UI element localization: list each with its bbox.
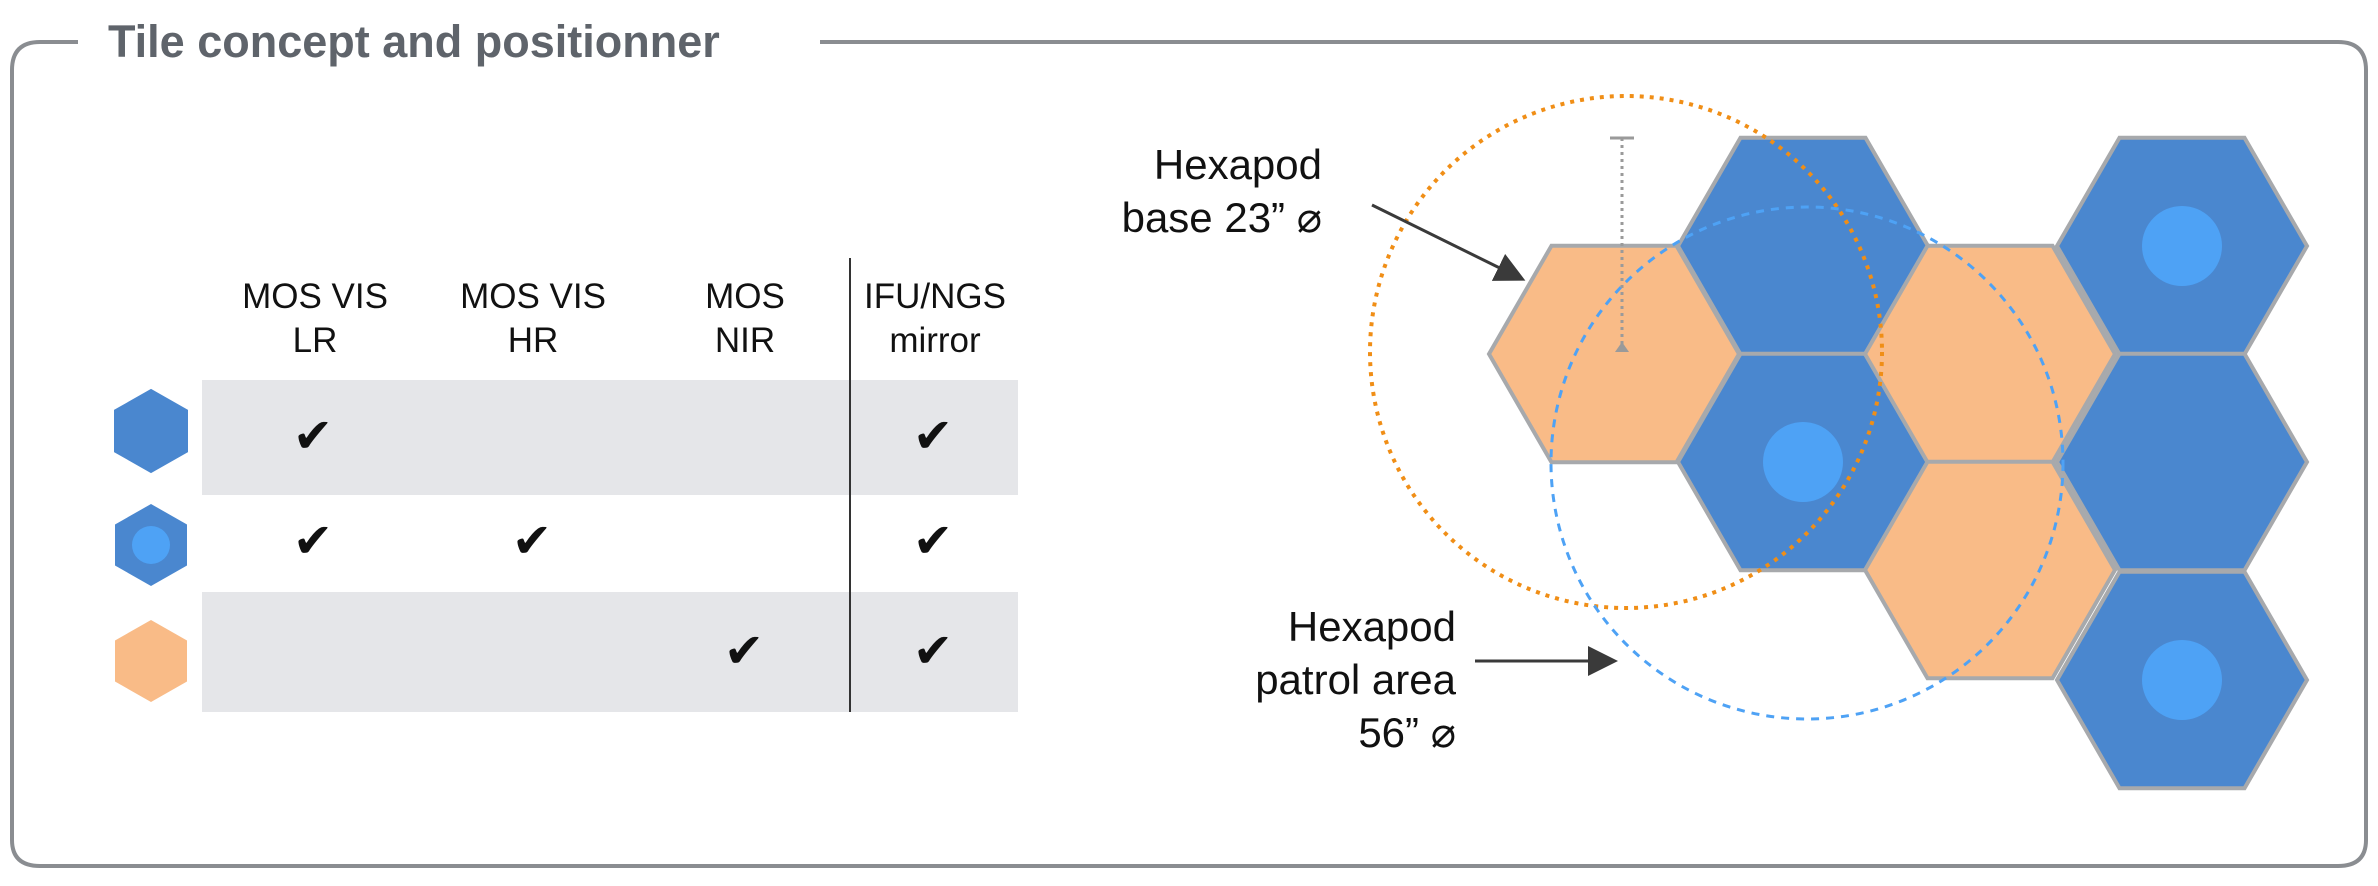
column-header-mos-nir: MOS NIR bbox=[705, 277, 785, 360]
frame-border bbox=[10, 40, 2368, 868]
check-mark: ✔ bbox=[292, 515, 334, 568]
base-arrow bbox=[1371, 203, 1526, 281]
check-mark: ✔ bbox=[292, 410, 334, 463]
base-radius-marker bbox=[1610, 136, 1634, 352]
ifu-dot bbox=[2142, 206, 2222, 286]
check-mark: ✔ bbox=[912, 625, 954, 678]
ifu-dot bbox=[2142, 640, 2222, 720]
table-row-shade-1 bbox=[202, 380, 1018, 495]
column-header-ifu-ngs-mirror: IFU/NGS mirror bbox=[864, 277, 1006, 360]
column-header-mos-vis-lr: MOS VIS LR bbox=[242, 277, 388, 360]
orange-hex-tile bbox=[1862, 459, 2118, 681]
column-header-mos-vis-hr: MOS VIS HR bbox=[460, 277, 606, 360]
ifu-dot bbox=[1763, 422, 1843, 502]
hexapod-base-circle bbox=[1368, 94, 1884, 610]
check-mark: ✔ bbox=[912, 410, 954, 463]
check-mark: ✔ bbox=[912, 515, 954, 568]
hex-mosaic bbox=[1486, 135, 2310, 791]
page-title: Tile concept and positionner bbox=[108, 16, 746, 68]
row-3-tile-icon bbox=[115, 620, 187, 702]
check-mark: ✔ bbox=[723, 625, 765, 678]
check-mark: ✔ bbox=[511, 515, 553, 568]
row-2-tile-icon bbox=[115, 504, 187, 586]
hexapod-patrol-circle bbox=[1549, 205, 2065, 721]
hexapod-base-label: Hexapod base 23” ⌀ bbox=[1121, 141, 1322, 241]
table-row-shade-3 bbox=[202, 592, 1018, 712]
row-1-tile-icon bbox=[114, 388, 188, 474]
hexapod-patrol-label: Hexapod patrol area 56” ⌀ bbox=[1255, 603, 1456, 756]
